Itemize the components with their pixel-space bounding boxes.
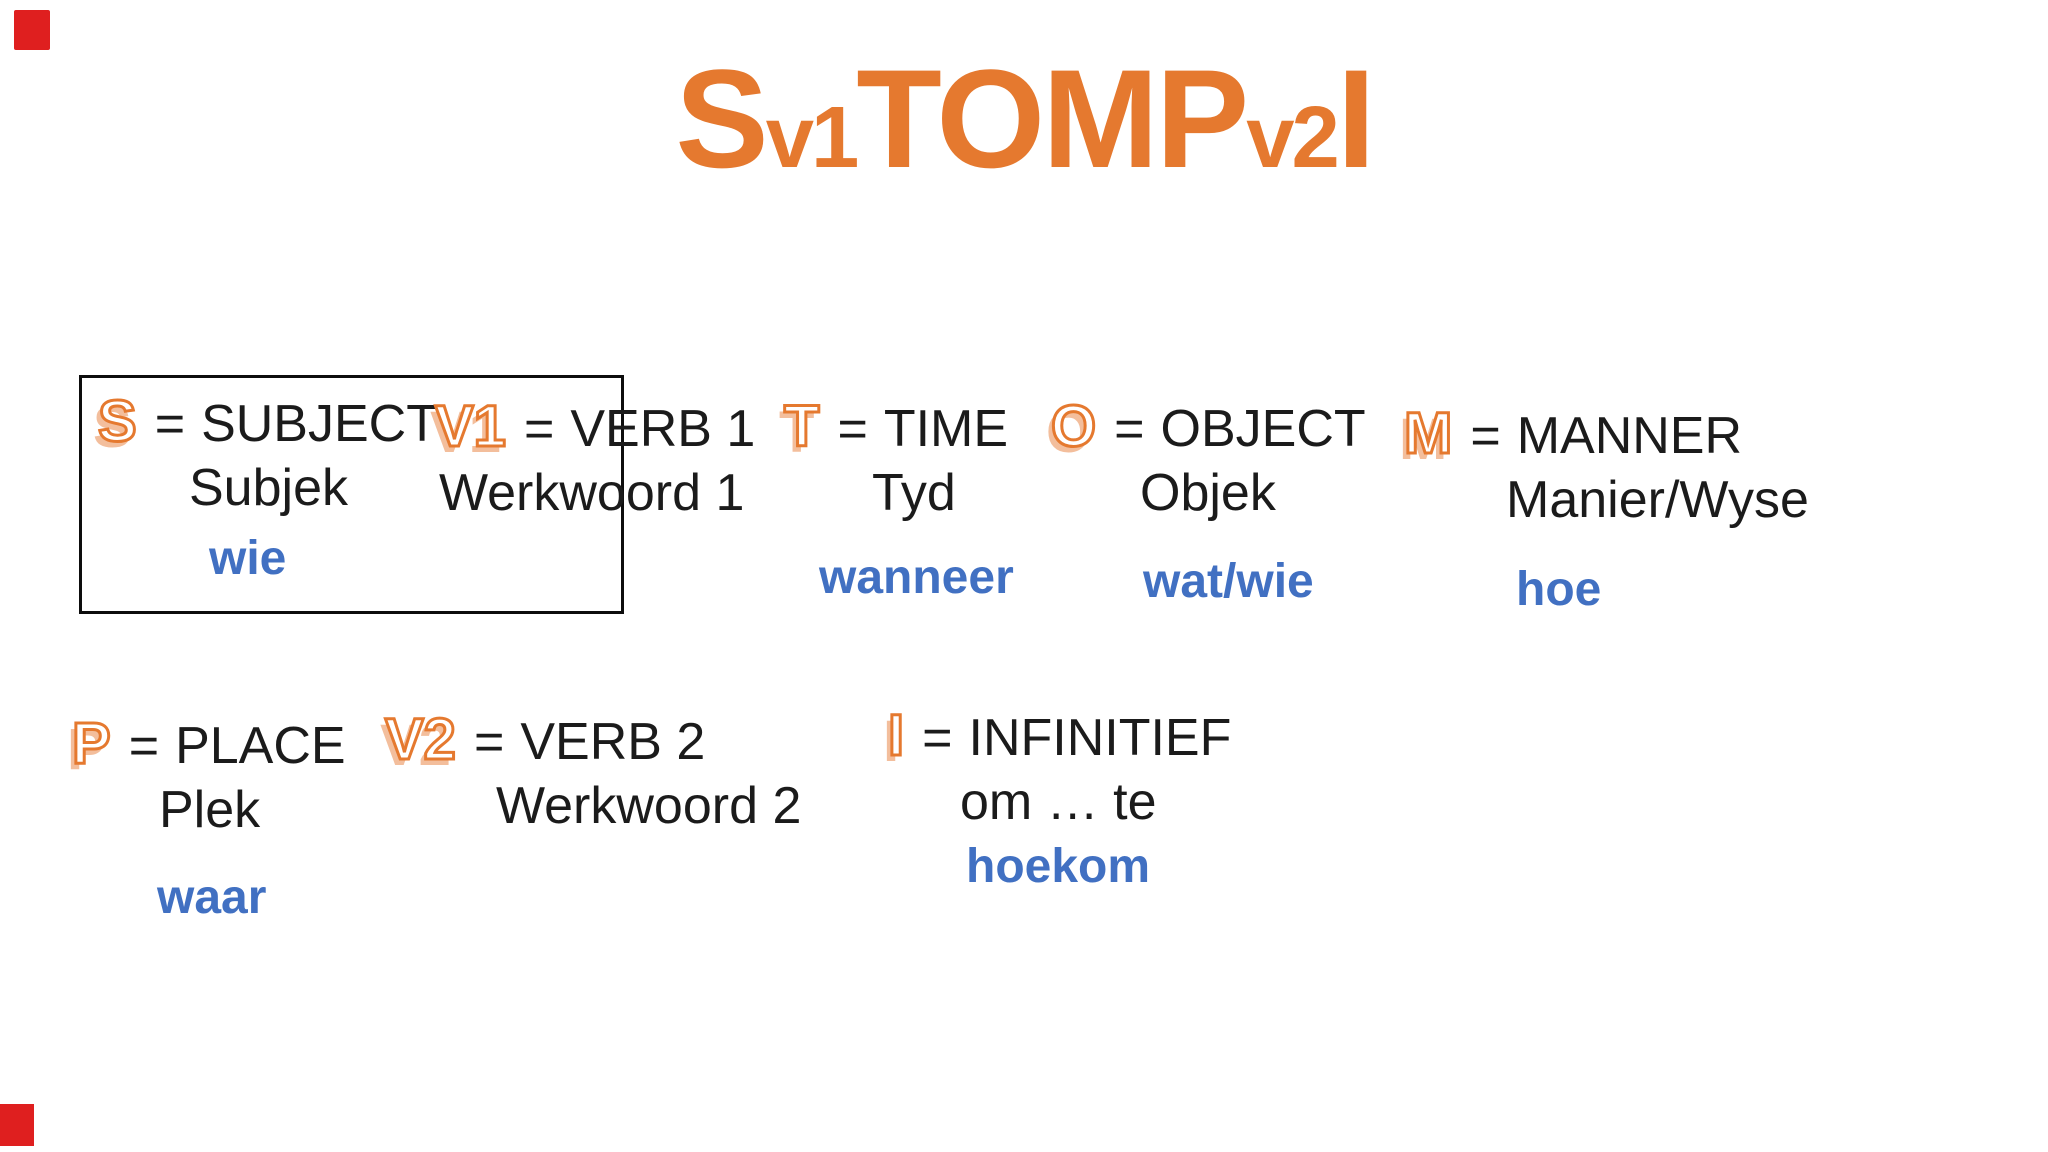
legend-item-infinitief: I = INFINITIEF om … te hoekom — [886, 702, 1232, 894]
red-corner-marker-bottom-left — [0, 1104, 34, 1146]
legend-item-object: O = OBJECT Objek wat/wie — [1049, 393, 1366, 609]
term-translation: Manier/Wyse — [1506, 471, 1809, 529]
legend-letter: V1 — [434, 393, 508, 460]
title-segment-v1: v1 — [765, 89, 860, 186]
legend-line: S = SUBJECT — [97, 388, 438, 456]
term-name: TIME — [883, 400, 1009, 458]
legend-line: I = INFINITIEF — [886, 702, 1232, 770]
legend-letter: I — [886, 702, 905, 769]
equals-sign: = — [523, 400, 555, 458]
term-translation: Werkwoord 1 — [439, 464, 745, 522]
legend-letter: V2 — [384, 706, 458, 773]
equals-sign: = — [1470, 407, 1501, 465]
legend-item-manner: M = MANNER Manier/Wyse hoe — [1402, 400, 1809, 617]
red-corner-marker-top-left — [14, 10, 50, 50]
term-name: VERB 1 — [570, 400, 756, 458]
subject-verb1-outline-box — [79, 375, 624, 614]
term-translation: Werkwoord 2 — [496, 777, 802, 835]
term-translation: Plek — [159, 781, 261, 839]
question-word: waar — [157, 871, 267, 924]
question-word: wanneer — [819, 551, 1014, 604]
term-translation: om … te — [960, 773, 1157, 831]
equals-sign: = — [154, 395, 186, 453]
legend-line: M = MANNER — [1402, 400, 1809, 468]
legend-line: T = TIME — [782, 393, 1014, 461]
question-word: hoe — [1516, 563, 1602, 616]
legend-line: P = PLACE — [71, 710, 346, 778]
page-title: Sv1TOMPv2I — [0, 44, 2048, 213]
legend-letter: P — [71, 710, 113, 777]
term-name: SUBJECT — [201, 395, 438, 453]
legend-item-verb2: V2 = VERB 2 Werkwoord 2 — [384, 706, 802, 836]
term-name: INFINITIEF — [968, 709, 1232, 767]
equals-sign: = — [1114, 400, 1145, 458]
legend-line: V1 = VERB 1 — [434, 393, 756, 461]
term-name: PLACE — [175, 717, 346, 775]
question-word: wie — [209, 532, 287, 585]
title-segment-i: I — [1336, 40, 1376, 197]
legend-item-time: T = TIME Tyd wanneer — [782, 393, 1014, 605]
title-segment-v2: v2 — [1246, 89, 1340, 186]
legend-item-verb1: V1 = VERB 1 Werkwoord 1 — [434, 393, 756, 523]
legend-letter: S — [97, 388, 139, 455]
legend-item-place: P = PLACE Plek waar — [71, 710, 346, 925]
term-translation: Objek — [1140, 464, 1276, 522]
title-segment-tomp: TOMP — [856, 40, 1249, 197]
term-name: OBJECT — [1160, 400, 1366, 458]
legend-letter: O — [1049, 393, 1097, 460]
title-segment-s: S — [675, 40, 768, 197]
legend-letter: M — [1402, 400, 1453, 467]
term-name: MANNER — [1516, 407, 1743, 465]
term-name: VERB 2 — [520, 713, 706, 771]
legend-letter: T — [782, 393, 820, 460]
question-word: wat/wie — [1143, 555, 1314, 608]
equals-sign: = — [922, 709, 953, 767]
term-translation: Subjek — [189, 459, 348, 517]
legend-item-subject: S = SUBJECT Subjek wie — [97, 388, 438, 586]
question-word: hoekom — [966, 840, 1151, 893]
term-translation: Tyd — [872, 464, 956, 522]
equals-sign: = — [128, 717, 160, 775]
legend-line: V2 = VERB 2 — [384, 706, 801, 774]
equals-sign: = — [837, 400, 868, 458]
legend-line: O = OBJECT — [1049, 393, 1366, 461]
equals-sign: = — [473, 713, 505, 771]
